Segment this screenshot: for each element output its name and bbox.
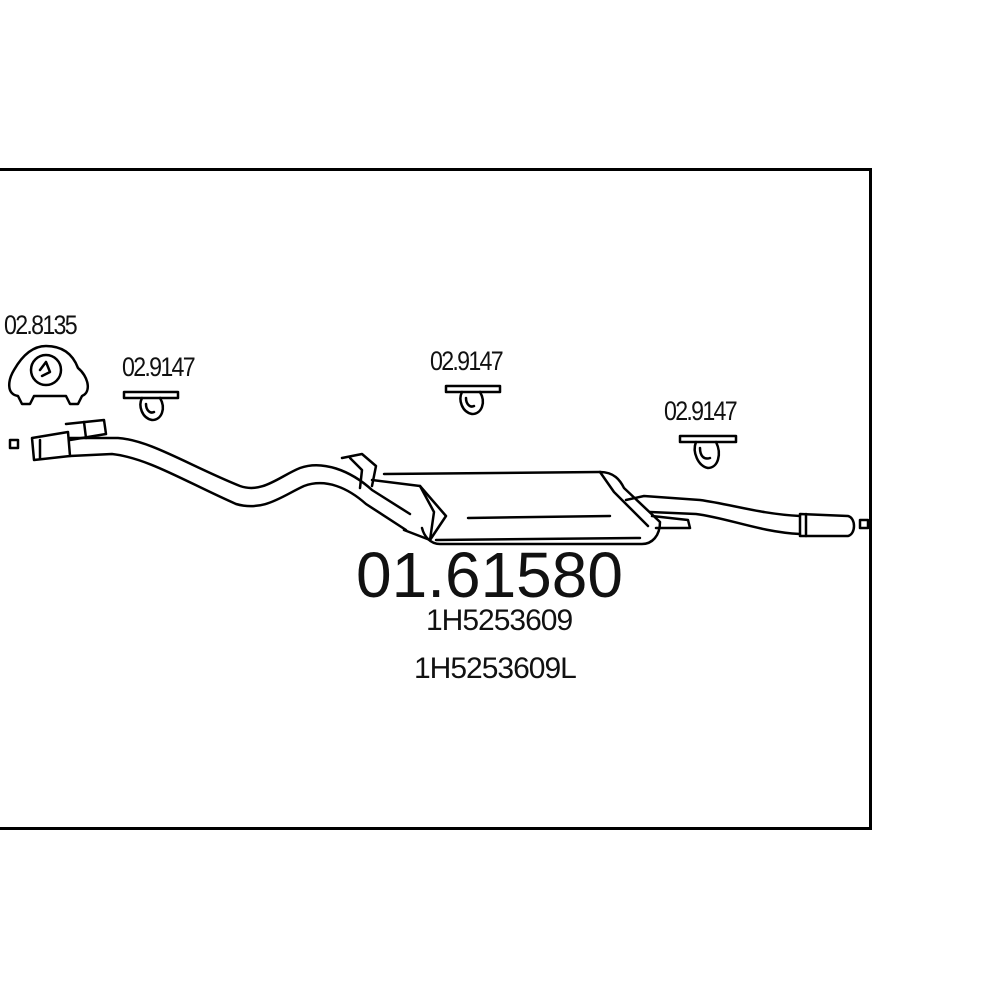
hanger-icon: [444, 384, 502, 416]
front-pipe: [68, 436, 412, 532]
mounting-ring-icon: [8, 344, 90, 406]
diagram-frame: [0, 168, 872, 830]
oem-number: 1H5253609: [426, 604, 573, 637]
hanger-label: 02.9147: [664, 396, 738, 426]
pipe-bracket: [340, 452, 378, 490]
hanger-icon: [122, 390, 180, 422]
hanger-label: 02.9147: [430, 346, 504, 376]
rear-bracket: [650, 514, 692, 530]
hanger-icon: [678, 434, 738, 470]
mounting-ring-label: 02.8135: [4, 310, 78, 340]
tail-tip: [798, 512, 856, 538]
tail-pipe: [624, 494, 802, 536]
muffler-inlet: [370, 478, 448, 542]
pipe-end-marker: [858, 518, 870, 530]
muffler-body: [382, 470, 662, 546]
hanger-label: 02.9147: [122, 352, 196, 382]
main-part-number: 01.61580: [356, 539, 623, 611]
oem-number: 1H5253609L: [414, 652, 577, 685]
pipe-end-marker: [8, 438, 20, 450]
